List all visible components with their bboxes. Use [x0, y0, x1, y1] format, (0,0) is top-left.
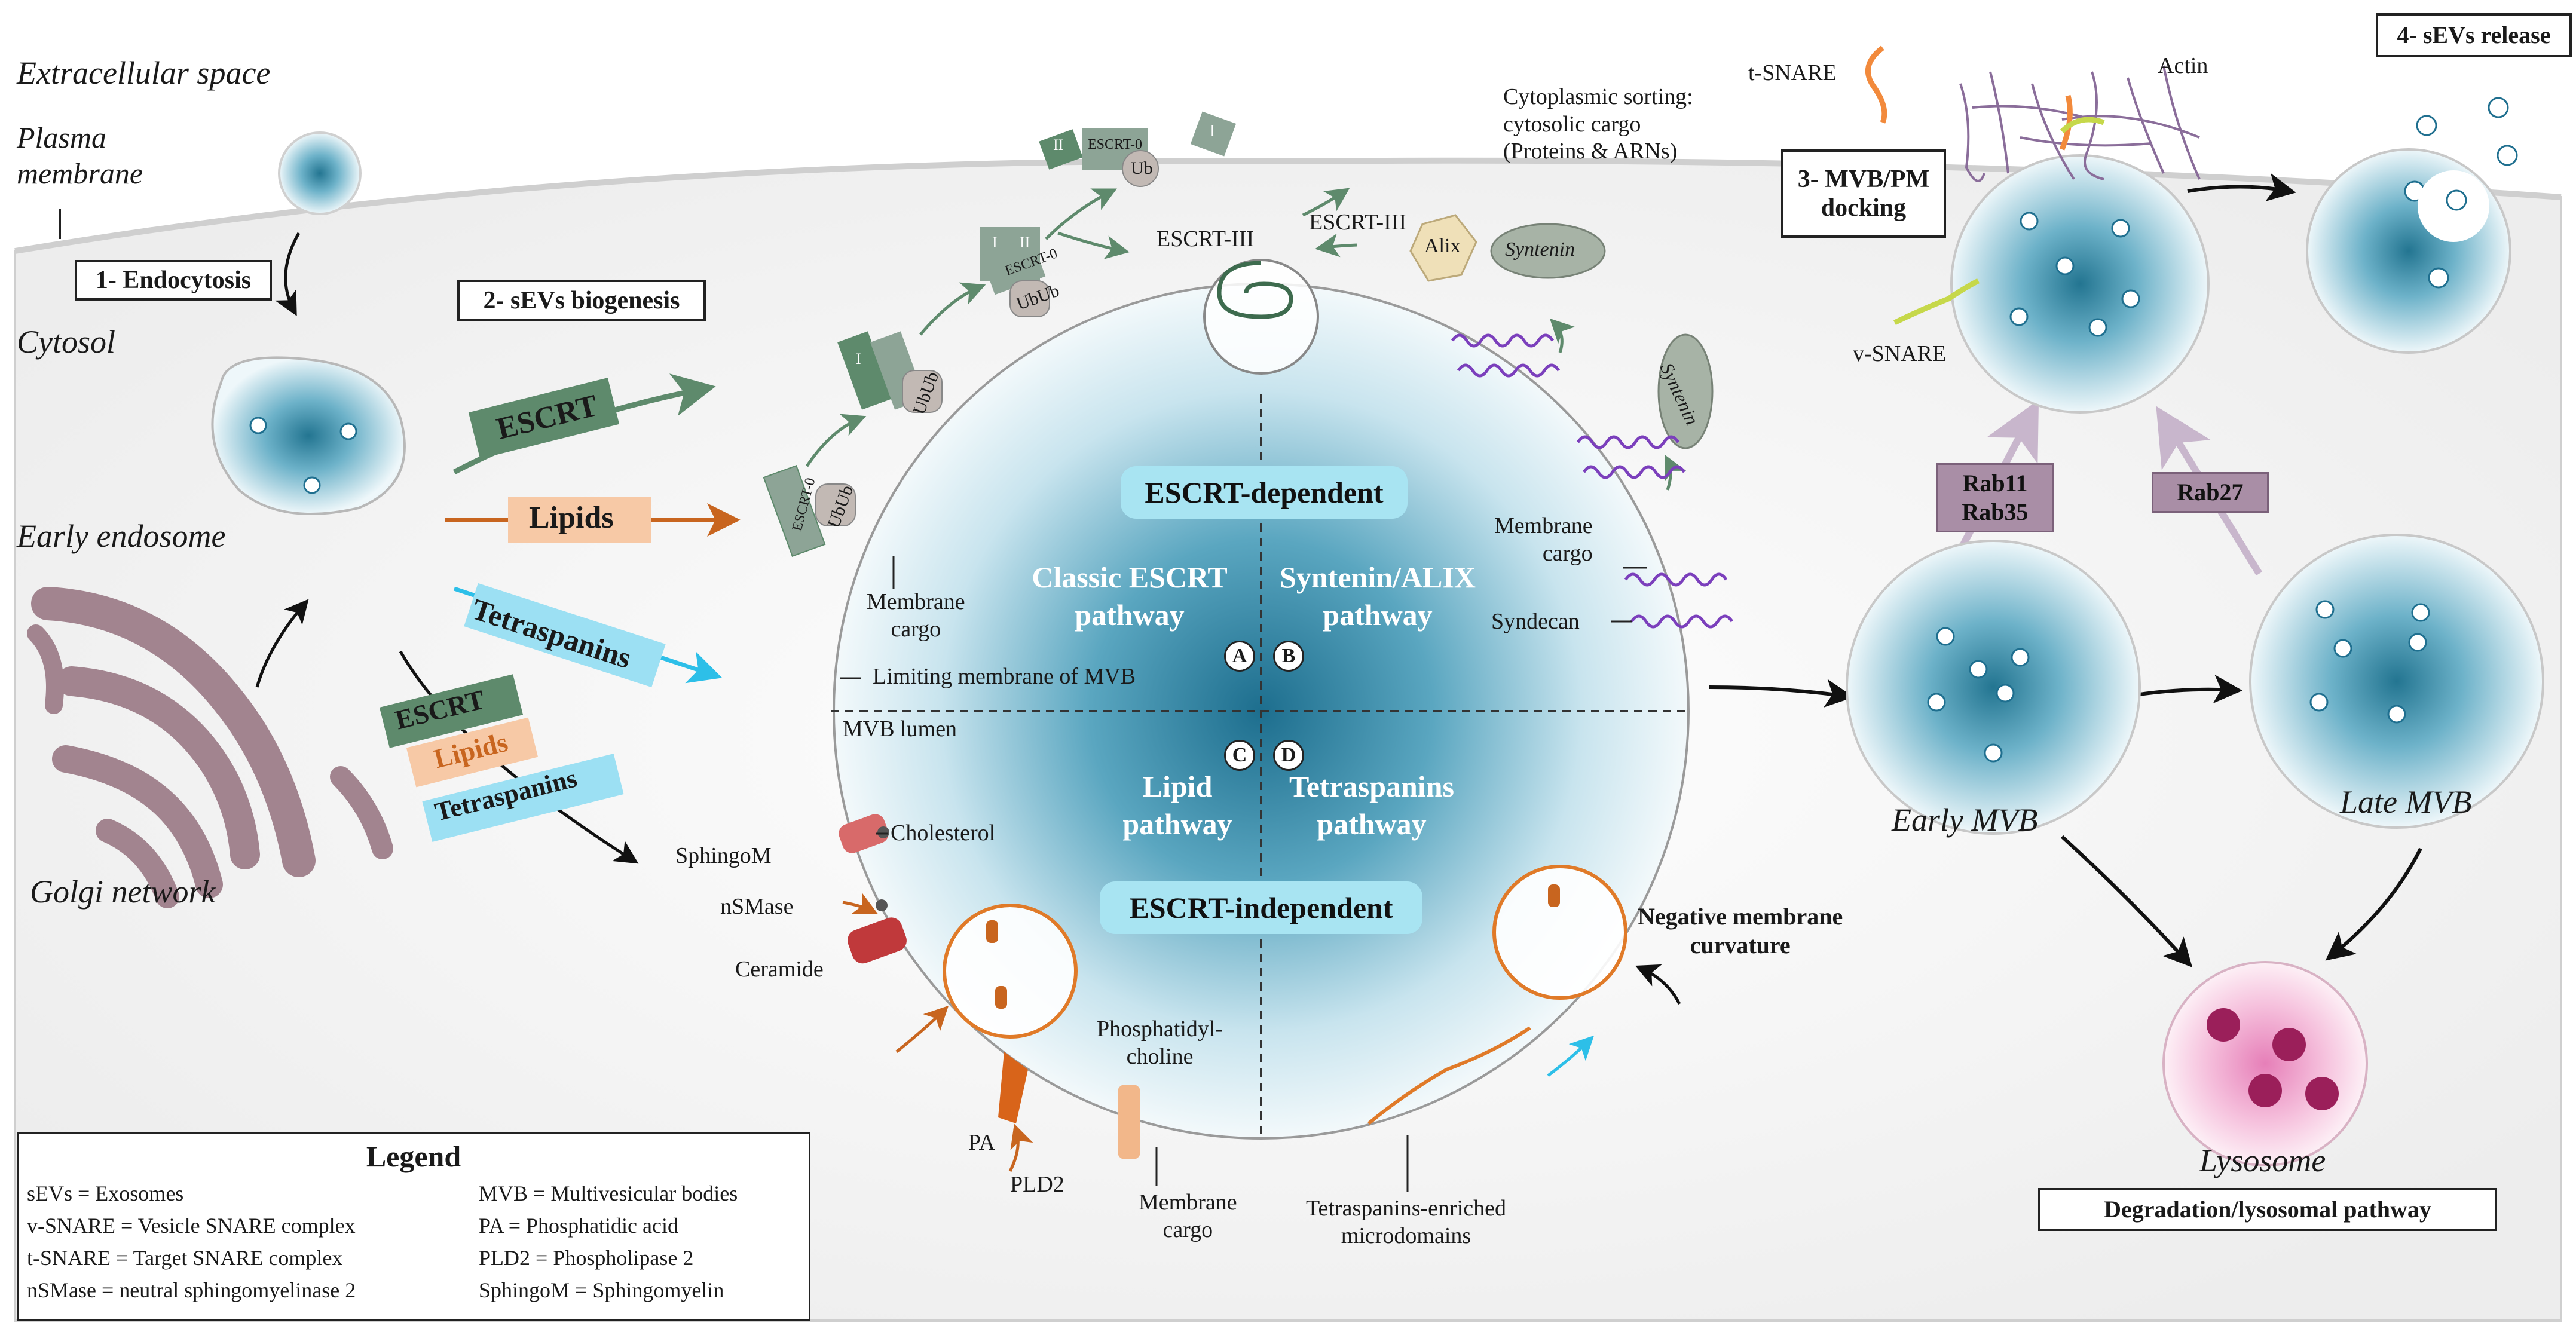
pathway-classic: Classic ESCRT pathway [1032, 561, 1228, 632]
lipids-tag [508, 497, 651, 543]
actin-filaments [1959, 65, 2201, 182]
escrt-tag-2 [379, 674, 524, 748]
label-actin: Actin [2158, 53, 2208, 78]
legend-entry: MVB = Multivesicular bodies [479, 1181, 738, 1205]
label-escrt3-a: ESCRT-III [1157, 226, 1255, 252]
released-mvb [2306, 97, 2518, 354]
legend-title: Legend [366, 1140, 461, 1173]
legend-box: Legend sEVs = Exosomes v-SNARE = Vesicle… [17, 1132, 810, 1321]
legend-entry: PA = Phosphatidic acid [479, 1214, 678, 1238]
label-roman-2-mid: II [1020, 234, 1030, 251]
v-snare-strand [1893, 278, 1980, 326]
escrt-complexes [763, 111, 1237, 557]
lysosome [2162, 961, 2368, 1166]
tetraspanins-tag-2 [422, 754, 624, 842]
label-sphingom: SphingoM [675, 843, 772, 868]
label-lysosome: Lysosome [2199, 1143, 2326, 1178]
label-escrt0-3: ESCRT-0 [1088, 137, 1143, 152]
ilv-escrt-iii [1203, 259, 1319, 375]
label-alix: Alix [1424, 235, 1461, 257]
label-phosphatidylcholine: Phosphatidyl- choline [1097, 1016, 1223, 1069]
label-cytoplasmic-sorting: Cytoplasmic sorting: cytosolic cargo (Pr… [1503, 84, 1693, 164]
label-limiting-membrane: Limiting membrane of MVB [873, 664, 1136, 689]
label-late-mvb: Late MVB [2340, 784, 2472, 820]
step-docking: 3- MVB/PM docking [1781, 149, 1946, 238]
syntenin-shape [1490, 223, 1606, 279]
ilv-lipid [943, 904, 1078, 1039]
degradation-box: Degradation/lysosomal pathway [2038, 1188, 2497, 1231]
label-escrt3-b: ESCRT-III [1309, 210, 1407, 235]
label-ub: Ub [1131, 158, 1153, 178]
pill-escrt-independent: ESCRT-independent [1100, 881, 1422, 934]
label-membrane-cargo-1: Membrane cargo [867, 589, 965, 642]
legend-entry: PLD2 = Phospholipase 2 [479, 1246, 694, 1270]
pill-escrt-dependent: ESCRT-dependent [1121, 466, 1408, 519]
label-pa: PA [968, 1130, 996, 1155]
badge-a: A [1224, 641, 1255, 672]
label-tetra-domains: Tetraspanins-enriched microdomains [1306, 1196, 1506, 1248]
label-neg-curvature: Negative membrane curvature [1638, 903, 1843, 959]
label-syndecan: Syndecan [1491, 609, 1580, 634]
label-membrane-cargo-2: Membrane cargo [1494, 513, 1593, 566]
tetraspanins-tag [464, 583, 666, 688]
early-mvb [1846, 540, 2141, 835]
legend-entry: sEVs = Exosomes [27, 1181, 184, 1205]
alix-shape [1409, 214, 1477, 282]
pathway-syntenin-alix: Syntenin/ALIX pathway [1280, 561, 1476, 632]
legend-entry: t-SNARE = Target SNARE complex [27, 1246, 343, 1270]
region-plasma-membrane: Plasma membrane [17, 121, 143, 190]
legend-entry: SphingoM = Sphingomyelin [479, 1278, 724, 1302]
label-pld2: PLD2 [1010, 1172, 1064, 1197]
t-snare-strand [1865, 45, 1887, 124]
badge-d: D [1273, 740, 1304, 771]
syntenin-shape-2 [1657, 333, 1714, 449]
escrt-tag [468, 378, 620, 459]
legend-entry: nSMase = neutral sphingomyelinase 2 [27, 1278, 356, 1302]
label-membrane-cargo-3: Membrane cargo [1139, 1190, 1237, 1242]
docking-mvb [1950, 154, 2210, 414]
endocytic-bud [278, 131, 362, 215]
region-cytosol: Cytosol [17, 324, 116, 360]
pathway-lipid: Lipid pathway [1122, 770, 1232, 841]
label-mvb-lumen: MVB lumen [843, 716, 957, 742]
region-extracellular: Extracellular space [17, 55, 271, 91]
lipid-molecules [839, 814, 1140, 1172]
label-cholesterol: Cholesterol [891, 820, 996, 846]
label-roman-2-top: II [1053, 136, 1064, 154]
region-golgi: Golgi network [30, 874, 216, 910]
pathway-tetraspanins: Tetraspanins pathway [1289, 770, 1455, 841]
region-early-endosome: Early endosome [17, 518, 226, 554]
early-endosome [211, 356, 406, 515]
ilv-tetraspanin [1492, 865, 1627, 1000]
late-mvb [2249, 534, 2544, 829]
label-roman-1-mid: I [992, 234, 998, 251]
badge-c: C [1224, 740, 1255, 771]
badge-b: B [1273, 641, 1304, 672]
lipids-tag-2 [406, 717, 539, 788]
label-roman-1-low: I [856, 350, 861, 368]
step-endocytosis: 1- Endocytosis [75, 260, 272, 301]
legend-entry: v-SNARE = Vesicle SNARE complex [27, 1214, 356, 1238]
step-biogenesis: 2- sEVs biogenesis [457, 280, 706, 321]
rab11-rab35-badge: Rab11 Rab35 [1936, 463, 2054, 532]
plasma-membrane [14, 157, 2562, 254]
label-roman-1-top: I [1210, 122, 1216, 140]
label-early-mvb: Early MVB [1892, 802, 2038, 838]
golgi-network [27, 587, 393, 908]
syndecan-waves [1451, 333, 1734, 629]
label-v-snare: v-SNARE [1853, 341, 1947, 366]
label-syntenin-1: Syntenin [1505, 238, 1575, 261]
rab27-badge: Rab27 [2152, 472, 2269, 513]
step-release: 4- sEVs release [2376, 13, 2572, 57]
label-ceramide: Ceramide [735, 957, 824, 982]
label-t-snare: t-SNARE [1748, 60, 1837, 85]
label-nsmase: nSMase [720, 894, 794, 919]
arrow-label-lipids: Lipids [529, 501, 614, 535]
